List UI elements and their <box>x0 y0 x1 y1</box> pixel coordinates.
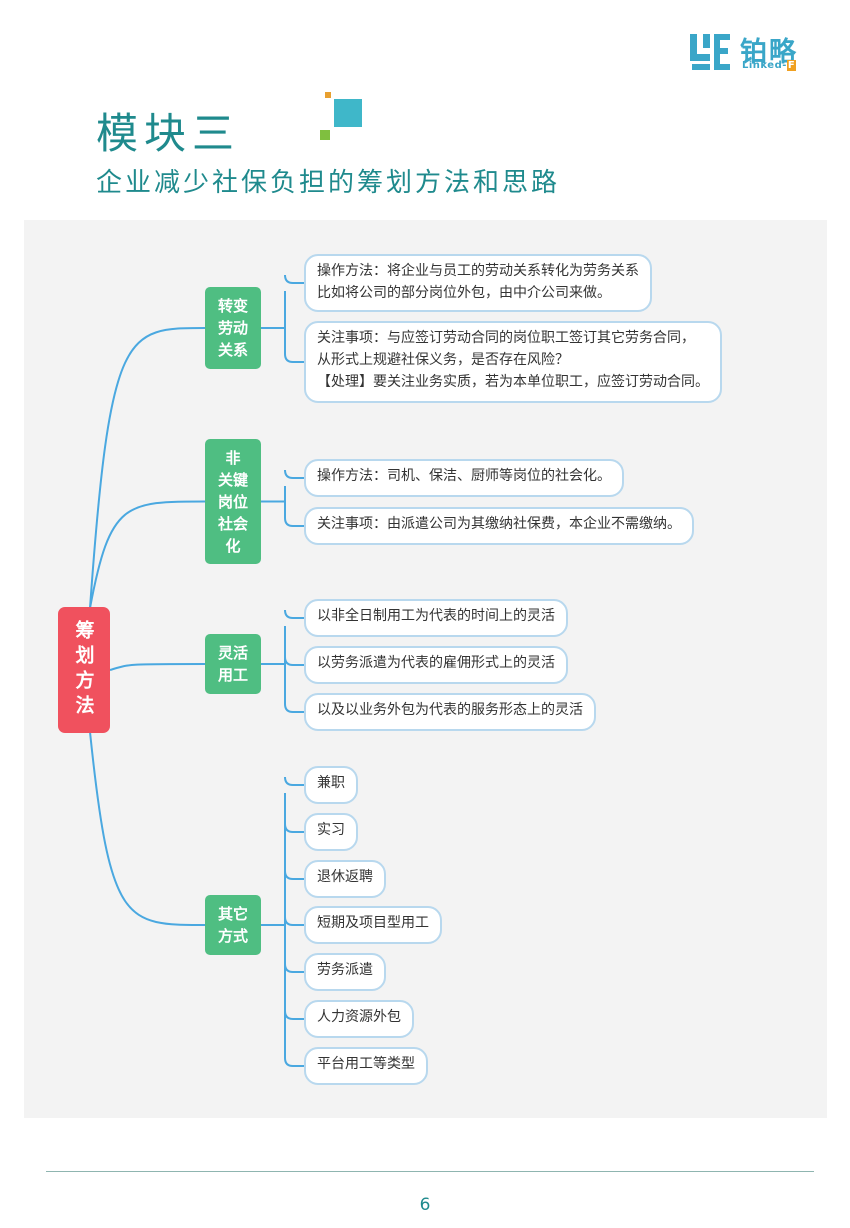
branch-label-line: 用工 <box>217 666 248 684</box>
connector-to-leaf <box>284 963 304 973</box>
branch-label-line: 方式 <box>217 927 248 945</box>
connector-to-leaf <box>284 609 304 619</box>
page-subtitle: 企业减少社保负担的筹划方法和思路 <box>96 168 561 198</box>
connector-to-leaf <box>284 776 304 786</box>
connector-root-to-branch <box>89 731 206 926</box>
brand-logo: 铂略 Linked-F <box>690 32 815 74</box>
mindmap-root-node: 筹划方法 <box>58 607 110 733</box>
connector-to-leaf <box>284 1057 304 1067</box>
logo-mark-icon <box>690 34 730 70</box>
mindmap-leaf-node: 实习 <box>304 813 358 851</box>
connector-to-leaf <box>284 1010 304 1020</box>
mindmap-leaf-node: 以及以业务外包为代表的服务形态上的灵活 <box>304 693 596 731</box>
page-number: 6 <box>419 1195 431 1215</box>
leaf-text-line: 短期及项目型用工 <box>317 915 429 931</box>
branch-label-line: 关键 <box>217 470 248 489</box>
logo-text-en: Linked-F <box>742 60 797 71</box>
connector-root-to-branch <box>89 327 206 609</box>
leaf-text-line: 关注事项：由派遣公司为其缴纳社保费，本企业不需缴纳。 <box>317 516 681 532</box>
leaf-text-line: 从形式上规避社保义务，是否存在风险？ <box>317 352 569 368</box>
connector-root-to-branch <box>89 500 206 609</box>
mindmap-branch-labor-relation: 转变劳动关系 <box>205 287 261 369</box>
connector-to-leaf <box>284 517 304 527</box>
mindmap-leaf-node: 以劳务派遣为代表的雇佣形式上的灵活 <box>304 646 568 684</box>
footer-divider <box>46 1171 814 1172</box>
leaf-text-line: 平台用工等类型 <box>317 1056 415 1072</box>
connector-root-to-branch <box>109 663 206 671</box>
connector-to-leaf <box>284 916 304 926</box>
connector-to-leaf <box>284 656 304 666</box>
mindmap-branch-non-key-post: 非关键岗位社会化 <box>205 439 261 564</box>
branch-label-line: 社会 <box>217 514 248 533</box>
connector-to-leaf <box>284 353 304 363</box>
mindmap-leaf-node: 退休返聘 <box>304 860 386 898</box>
decorative-squares-icon <box>320 92 362 140</box>
logo-text-cn: 铂略 <box>740 37 798 68</box>
mindmap-leaf-node: 短期及项目型用工 <box>304 906 442 944</box>
mindmap-leaf-node: 关注事项：与应签订劳动合同的岗位职工签订其它劳务合同， 从形式上规避社保义务，是否… <box>304 321 722 403</box>
mindmap-branch-flexible-employment: 灵活用工 <box>205 634 261 694</box>
mindmap-leaf-node: 劳务派遣 <box>304 953 386 991</box>
mindmap-leaf-node: 兼职 <box>304 766 358 804</box>
leaf-text-line: 【处理】要关注业务实质，若为本单位职工，应签订劳动合同。 <box>317 374 709 390</box>
leaf-text-line: 以非全日制用工为代表的时间上的灵活 <box>317 608 555 624</box>
branch-label-line: 转变 <box>217 297 248 315</box>
branch-label-line: 劳动 <box>217 319 248 337</box>
leaf-text-line: 实习 <box>317 822 345 838</box>
mindmap-leaf-node: 以非全日制用工为代表的时间上的灵活 <box>304 599 568 637</box>
branch-label-line: 化 <box>225 536 241 555</box>
mindmap-leaf-node: 人力资源外包 <box>304 1000 414 1038</box>
leaf-text-line: 兼职 <box>317 775 345 791</box>
leaf-text-line: 人力资源外包 <box>317 1009 401 1025</box>
branch-label-line: 关系 <box>217 341 248 359</box>
branch-label-line: 岗位 <box>217 492 248 511</box>
mindmap-leaf-node: 操作方法：司机、保洁、厨师等岗位的社会化。 <box>304 459 624 497</box>
leaf-text-line: 操作方法：司机、保洁、厨师等岗位的社会化。 <box>317 468 611 484</box>
branch-label-line: 非 <box>225 448 241 467</box>
leaf-text-line: 关注事项：与应签订劳动合同的岗位职工签订其它劳务合同， <box>317 330 695 346</box>
leaf-text-line: 退休返聘 <box>317 869 373 885</box>
mindmap-leaf-node: 关注事项：由派遣公司为其缴纳社保费，本企业不需缴纳。 <box>304 507 694 545</box>
connector-to-leaf <box>284 469 304 479</box>
connector-to-leaf <box>284 870 304 880</box>
branch-label-line: 其它 <box>217 905 248 923</box>
leaf-text-line: 以及以业务外包为代表的服务形态上的灵活 <box>317 702 583 718</box>
connector-to-leaf <box>284 703 304 713</box>
leaf-text-line: 以劳务派遣为代表的雇佣形式上的灵活 <box>317 655 555 671</box>
branch-label-line: 灵活 <box>217 644 248 662</box>
mindmap-leaf-node: 平台用工等类型 <box>304 1047 428 1085</box>
mindmap-leaf-node: 操作方法：将企业与员工的劳动关系转化为劳务关系比如将公司的部分岗位外包，由中介公… <box>304 254 652 312</box>
connector-to-leaf <box>284 274 304 284</box>
leaf-text-line: 比如将公司的部分岗位外包，由中介公司来做。 <box>317 285 611 301</box>
module-title: 模块三 <box>96 109 241 158</box>
connector-to-leaf <box>284 823 304 833</box>
mindmap-branch-other-methods: 其它方式 <box>205 895 261 955</box>
leaf-text-line: 操作方法：将企业与员工的劳动关系转化为劳务关系 <box>317 263 639 279</box>
leaf-text-line: 劳务派遣 <box>317 962 373 978</box>
